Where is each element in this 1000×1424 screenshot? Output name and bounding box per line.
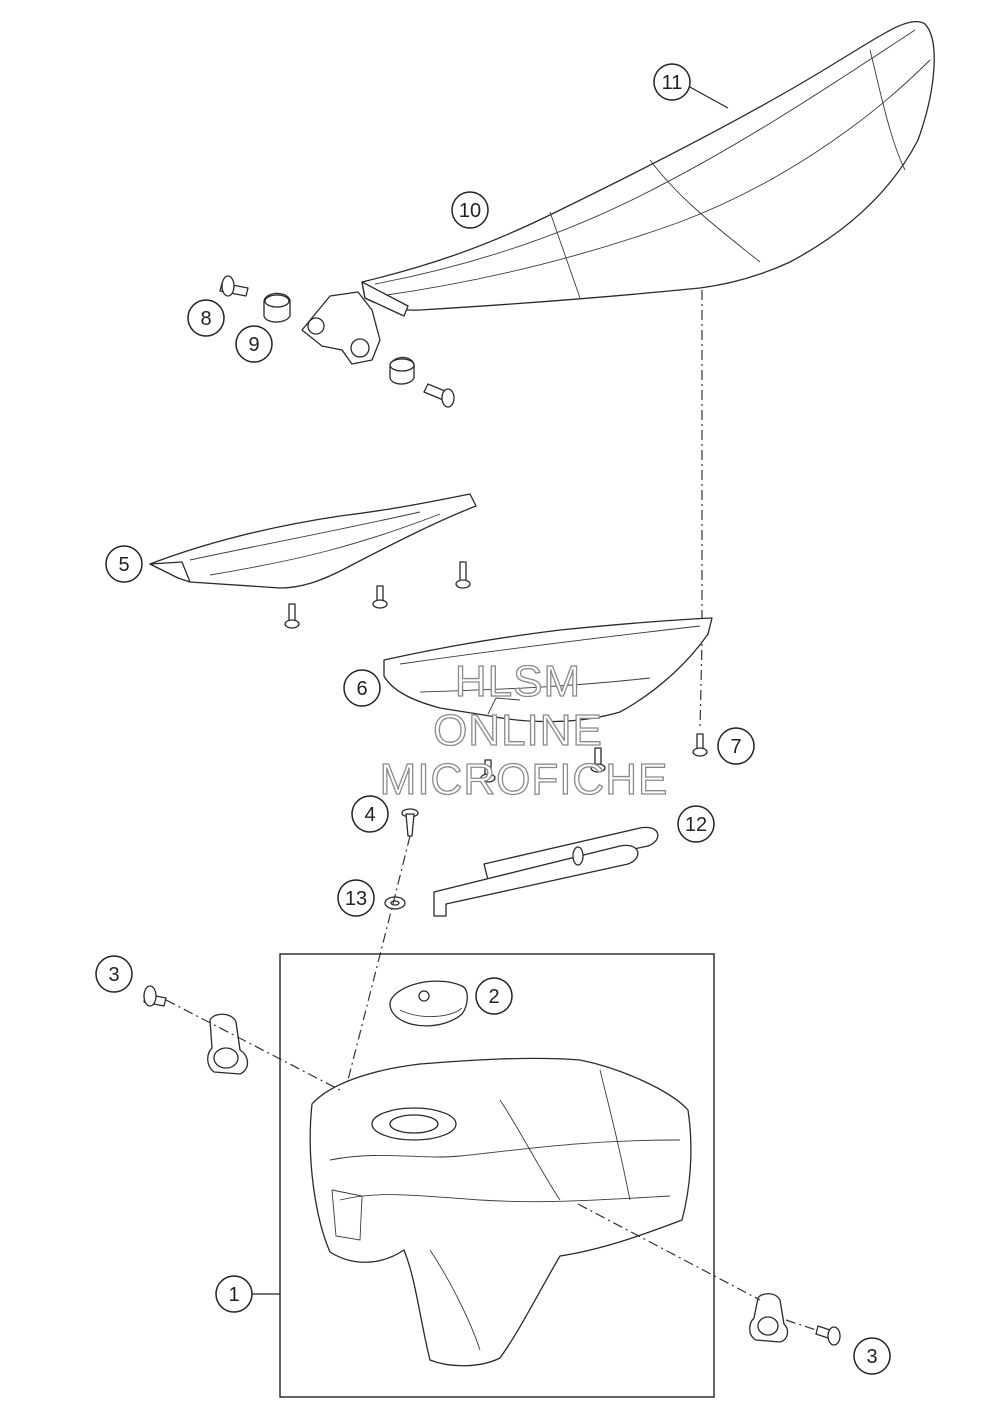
cover-part-6 (383, 617, 713, 723)
callout-5: 5 (105, 545, 143, 583)
callout-3-right: 3 (853, 1337, 891, 1375)
seat-bushing-9 (263, 292, 291, 323)
svg-text:9: 9 (248, 334, 259, 356)
svg-text:1: 1 (228, 1284, 239, 1306)
fuel-tank (309, 1057, 692, 1367)
seat (301, 20, 935, 365)
svg-text:10: 10 (459, 200, 481, 222)
callout-3-left: 3 (95, 955, 133, 993)
tank-screw-4 (401, 808, 419, 837)
svg-text:5: 5 (118, 554, 129, 576)
tank-bolt-left (143, 985, 167, 1007)
svg-text:6: 6 (356, 678, 367, 700)
watermark-line-2: ONLINE (433, 706, 603, 755)
callout-7: 7 (717, 727, 755, 765)
watermark-line-1: HLSM (455, 657, 581, 706)
watermark-line-3: MICROFICHE (380, 755, 669, 804)
hose-12 (433, 826, 659, 917)
svg-text:4: 4 (364, 804, 375, 826)
callout-10: 10 (451, 191, 489, 229)
seat-bolt-8 (219, 275, 249, 297)
seat-bushing-lower (389, 356, 415, 385)
assembly-frame (279, 953, 715, 1398)
svg-text:3: 3 (866, 1346, 877, 1368)
screw-6b (480, 759, 496, 783)
svg-text:2: 2 (488, 986, 499, 1008)
svg-text:8: 8 (200, 308, 211, 330)
callout-2: 2 (475, 977, 513, 1015)
callout-8: 8 (187, 299, 225, 337)
svg-text:3: 3 (108, 964, 119, 986)
tank-bolt-right (815, 1325, 841, 1346)
callout-6: 6 (343, 669, 381, 707)
callout-11: 11 (653, 63, 691, 101)
screw-5b (372, 585, 388, 609)
screw-5a (455, 561, 471, 589)
callout-1: 1 (215, 1275, 253, 1313)
watermark: HLSM ONLINE MICROFICHE (379, 656, 669, 804)
washer-13 (384, 896, 406, 910)
svg-text:7: 7 (730, 736, 741, 758)
svg-text:12: 12 (685, 814, 707, 836)
svg-text:13: 13 (345, 888, 367, 910)
svg-text:11: 11 (662, 72, 683, 94)
screw-7 (692, 733, 708, 757)
screw-5c (284, 603, 300, 629)
tank-bracket-right (749, 1293, 789, 1343)
cover-part-5 (149, 493, 477, 589)
seat-bolt-lower (423, 383, 455, 408)
callout-12: 12 (677, 805, 715, 843)
fuel-cap-2 (389, 980, 468, 1027)
callout-4: 4 (351, 795, 389, 833)
callout-13: 13 (337, 879, 375, 917)
callout-9: 9 (235, 325, 273, 363)
tank-bracket-left (207, 1013, 249, 1075)
screw-6a (590, 747, 606, 773)
